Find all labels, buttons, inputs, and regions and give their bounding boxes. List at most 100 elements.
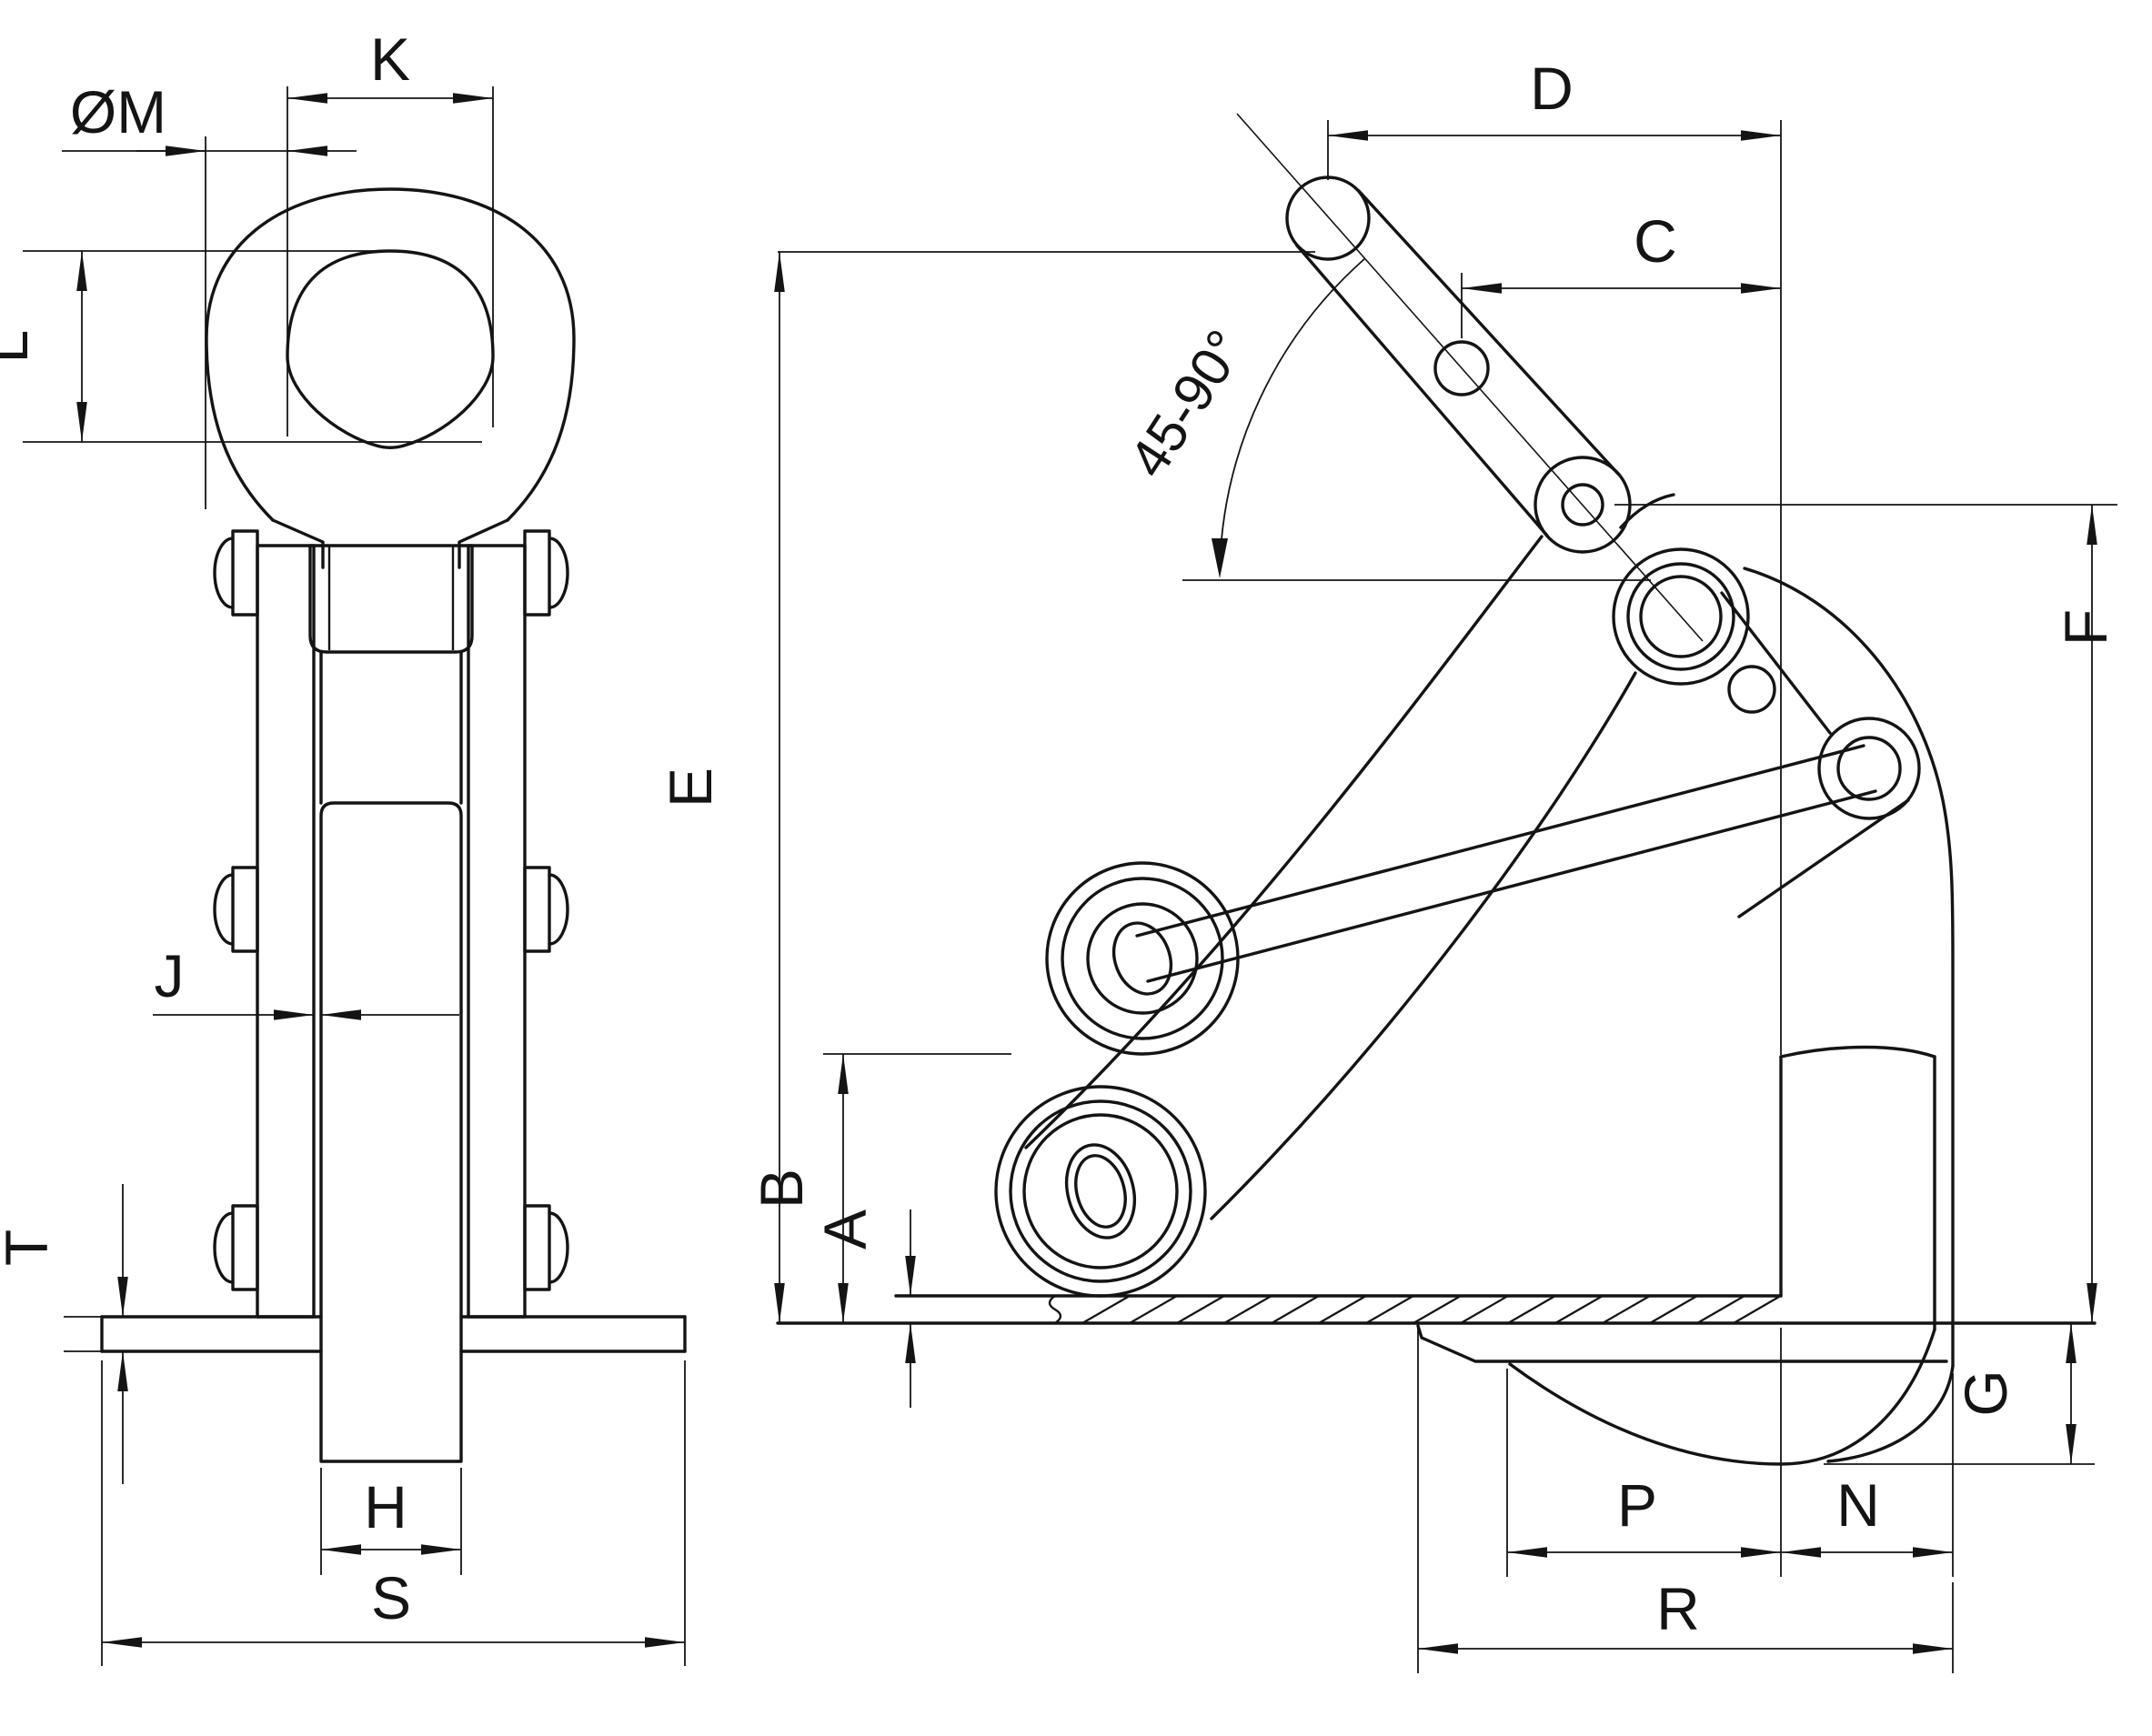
dimension-N: N (1780, 1328, 1954, 1577)
arm-edge-right (1210, 671, 1637, 1220)
cam-ring-inner (1022, 1113, 1179, 1269)
bolt-head-left (231, 1204, 259, 1291)
dim-label-C: C (1634, 207, 1677, 275)
lifting-eye (205, 187, 576, 569)
dim-label-D: D (1530, 55, 1574, 122)
bolt-cap-left (213, 1211, 235, 1284)
dim-label-L: L (0, 330, 40, 364)
pivot-hole (1639, 575, 1723, 658)
link-side-left (1295, 244, 1549, 537)
angle-annotation: 45-90° (1117, 257, 1651, 581)
dimension-D: D (1327, 55, 1782, 1055)
dimension-H: H (320, 1468, 462, 1575)
dim-label-A: A (811, 1209, 879, 1249)
side-plate-left (256, 544, 316, 1319)
roller-ring (1061, 877, 1224, 1040)
angle-arrowhead (1212, 538, 1228, 578)
eye-inner-hole (286, 249, 495, 449)
plate-break-symbol (1048, 1295, 1062, 1324)
dim-label-R: R (1656, 1575, 1700, 1642)
link-side-right (1357, 189, 1620, 476)
jaw-plate (319, 801, 463, 1463)
link-bar-edge-upper (1135, 744, 1865, 938)
jaw-pad-edge (1416, 1324, 1948, 1363)
dimension-J: J (153, 942, 459, 1020)
bolt-row-top (213, 529, 569, 617)
dim-label-N: N (1836, 1471, 1880, 1539)
dimension-K: K (287, 25, 494, 437)
shackle-link (1236, 113, 1704, 642)
dimension-R: R (1417, 1328, 1954, 1673)
clevis-block (308, 544, 474, 654)
cam-outer (994, 1085, 1207, 1298)
frame-lug-lower-edge (1737, 798, 1910, 918)
frame-lug-upper-edge (1720, 591, 1832, 735)
bolt-head-right (523, 529, 551, 617)
dim-label-E: E (657, 768, 724, 808)
frame (1720, 567, 1955, 1368)
bolts (213, 529, 569, 1291)
bolt-cap-right (548, 537, 569, 609)
dimension-E: E (657, 251, 1315, 1323)
bolt-head-right (523, 866, 551, 953)
dimension-A: A (811, 1209, 916, 1408)
dimension-M: ØM (62, 78, 357, 509)
bolt-cap-left (213, 873, 235, 946)
steel-plate (776, 1294, 2097, 1325)
arm-edge-left (1024, 535, 1544, 1149)
cam-hole-inner (1074, 1154, 1127, 1229)
hook-inner-curve (1508, 1328, 1936, 1466)
dim-label-G: G (1952, 1370, 2019, 1416)
stop-pin (1727, 665, 1776, 714)
dimension-P: P (1506, 1369, 1781, 1577)
side-view: 45-90° (657, 55, 2119, 1673)
dim-label-J: J (155, 942, 185, 1009)
bolt-cap-right (548, 1211, 569, 1284)
link-mid-hole (1433, 340, 1490, 396)
dimension-B: B (748, 1053, 1011, 1323)
bolt-cap-right (548, 873, 569, 946)
roller-hub (1086, 902, 1199, 1015)
link-centerline (1236, 113, 1704, 642)
dimension-S: S (101, 1360, 686, 1666)
angle-arc (1219, 257, 1366, 570)
dim-label-M: ØM (70, 78, 166, 146)
plate-hatching (1081, 1295, 1780, 1324)
dimension-F: F (1614, 504, 2119, 1323)
front-view: K ØM L J T (0, 25, 687, 1666)
dimension-G: G (1952, 1323, 2077, 1464)
side-plate-right (467, 544, 527, 1319)
cam-roller (994, 1085, 1207, 1298)
pivot-boss-outer (1612, 547, 1750, 686)
eye-outer-ring (205, 187, 576, 522)
bolt-head-left (231, 529, 259, 617)
link-bar-end-boss (1817, 717, 1921, 820)
bolt-row-bottom (213, 1204, 569, 1291)
link-bar-edge-lower (1146, 789, 1877, 983)
guide-roller (1045, 861, 1240, 1056)
hook-outer-curve (1826, 1364, 1955, 1463)
eye-neck-right (458, 518, 509, 569)
dimension-L: L (0, 250, 482, 443)
main-arm (1024, 493, 1750, 1220)
roller-outer (1045, 861, 1240, 1056)
dim-label-K: K (370, 25, 410, 93)
clamp-body (256, 544, 527, 1463)
dim-label-H: H (364, 1473, 407, 1540)
dim-label-F: F (2052, 609, 2119, 646)
cam-ring (1009, 1099, 1192, 1283)
roller-hole (1111, 921, 1173, 996)
link-bar-end-hole (1836, 736, 1902, 801)
bolt-head-left (231, 866, 259, 953)
dimension-T: T (0, 1184, 128, 1484)
dim-label-B: B (748, 1169, 815, 1209)
frame-throat-shoulder (1779, 1045, 1936, 1059)
link-bar (1135, 665, 1921, 983)
bolt-row-middle (213, 866, 569, 953)
arm-top-connector (1619, 493, 1675, 529)
dim-label-T: T (0, 1229, 60, 1266)
cam-hole-outer (1065, 1143, 1136, 1239)
dim-label-S: S (371, 1564, 411, 1631)
